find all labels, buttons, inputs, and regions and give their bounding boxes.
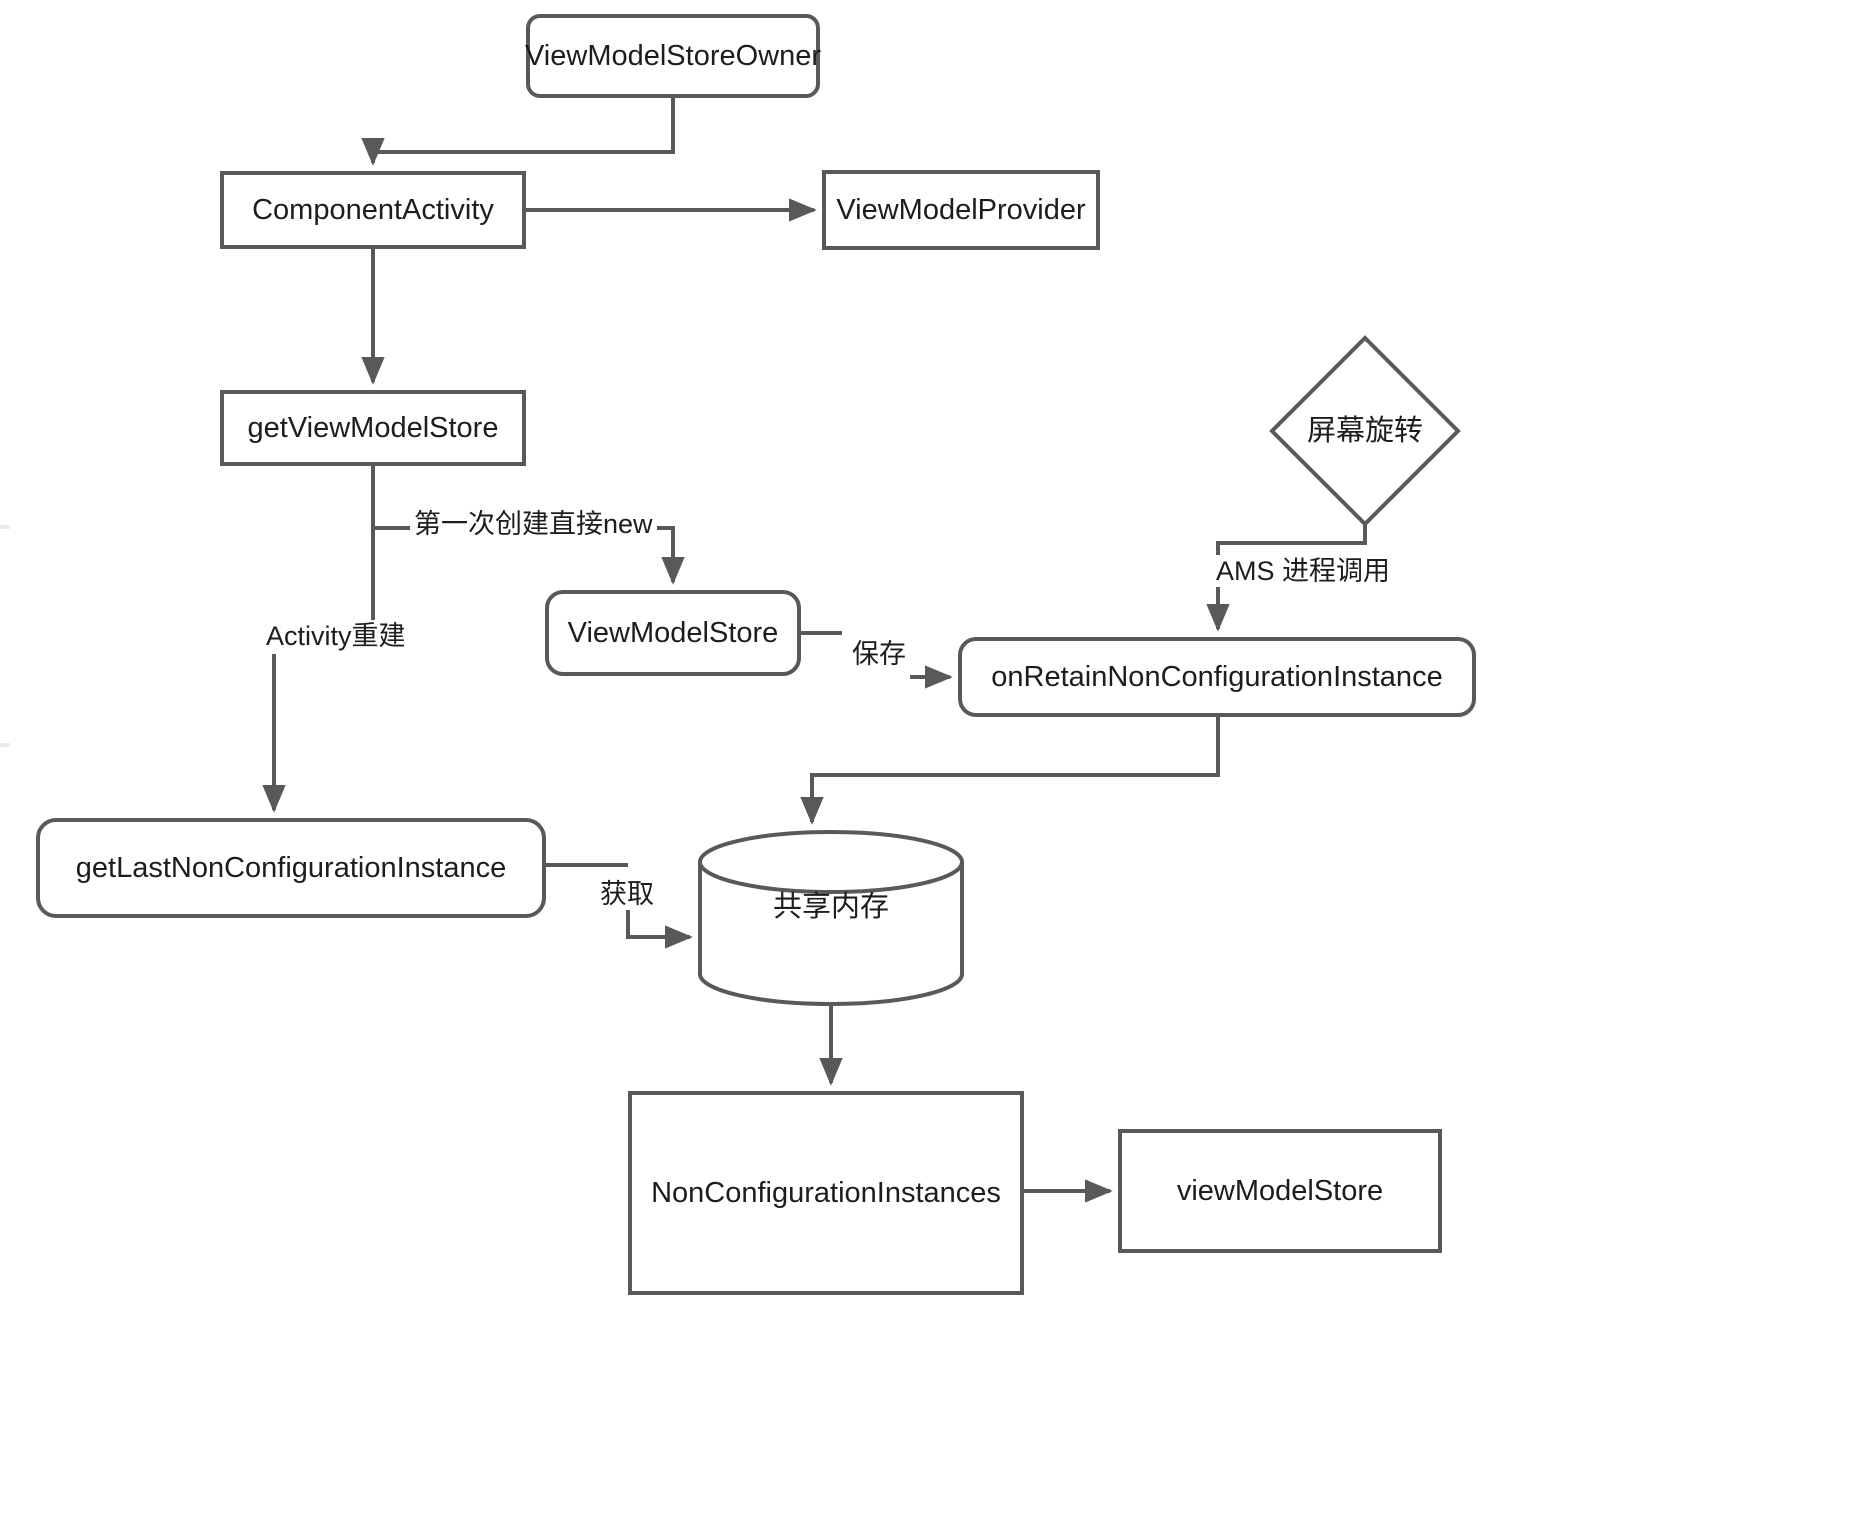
edge-label-first-create-new: 第一次创建直接new — [410, 508, 657, 541]
edge-label-save: 保存 — [848, 638, 910, 671]
node-viewmodelstore-shape[interactable] — [545, 590, 801, 676]
node-viewmodelstoreowner-shape[interactable] — [526, 14, 820, 98]
edge-viewmodelstore-to-onretain — [799, 631, 953, 689]
left-edge-ghost-panel — [0, 525, 10, 747]
node-getviewmodelstore-shape[interactable] — [220, 390, 526, 466]
edge-getlast-to-sharedmemory — [544, 863, 693, 949]
node-onretainnonconfigurationinstance-shape[interactable] — [958, 637, 1476, 717]
edge-label-activity-rebuild: Activity重建 — [262, 620, 410, 653]
edge-label-ams-process-call: AMS 进程调用 — [1212, 555, 1395, 588]
edge-label-fetch: 获取 — [596, 878, 658, 911]
node-componentactivity-shape[interactable] — [220, 171, 526, 249]
node-nonconfigurationinstances-shape[interactable] — [628, 1091, 1024, 1295]
edge-onretain-to-sharedmemory — [800, 715, 1220, 825]
node-viewmodelprovider-shape[interactable] — [822, 170, 1100, 250]
node-sharedmemory-shape[interactable] — [698, 830, 964, 1006]
edge-owner-to-componentactivity — [361, 96, 675, 166]
node-getlastnonconfigurationinstance-shape[interactable] — [36, 818, 546, 918]
node-screenrotation-shape[interactable] — [1269, 335, 1461, 527]
node-viewmodelstore-field-shape[interactable] — [1118, 1129, 1442, 1253]
